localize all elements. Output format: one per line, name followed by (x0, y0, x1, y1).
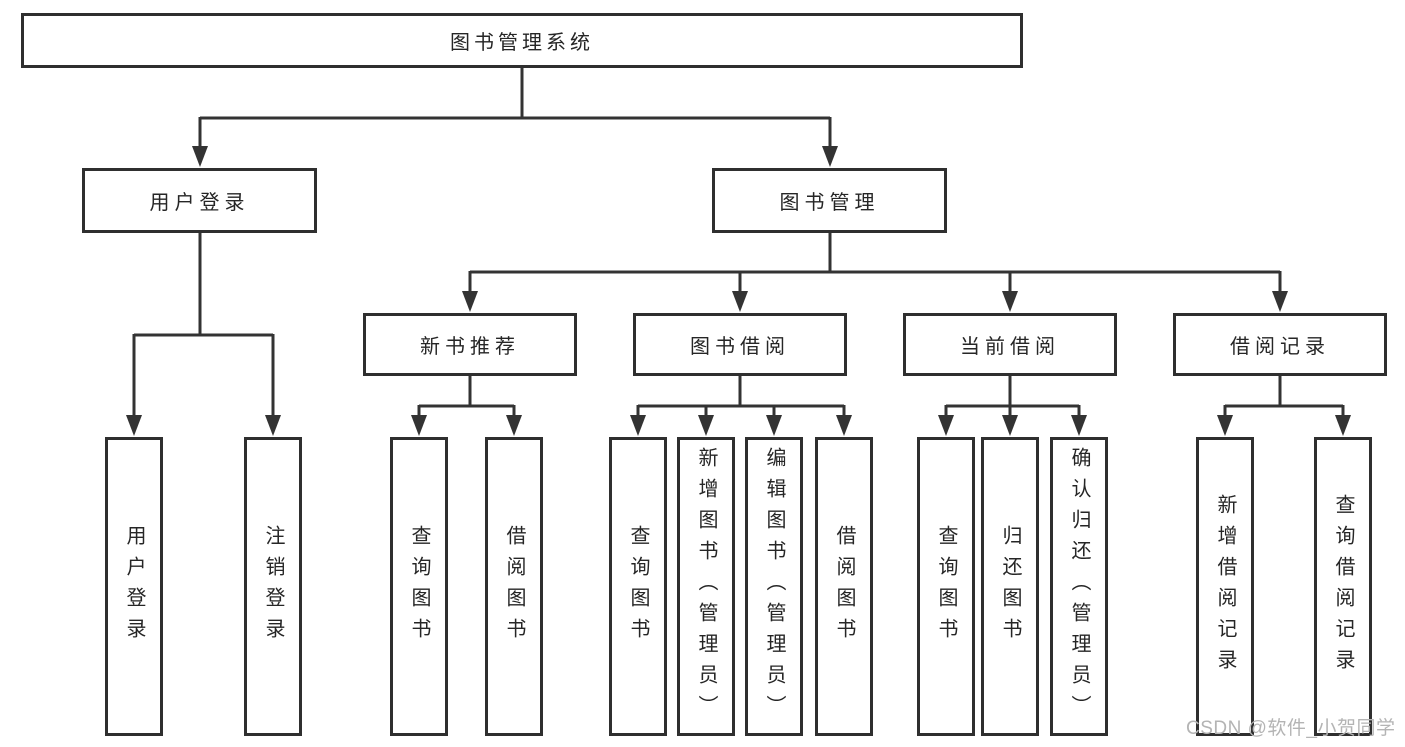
node-current-borrowing-label: 当前借阅 (960, 336, 1060, 358)
leaf-record-query: 查询借阅记录 (1314, 437, 1372, 736)
leaf-logout: 注销登录 (244, 437, 302, 736)
connector-borrow-record (1223, 376, 1345, 419)
node-borrow-records-label: 借阅记录 (1230, 336, 1330, 358)
leaf-current-confirm-admin-label: 确认归还（管理员） (1068, 447, 1090, 726)
connector-new-book (417, 376, 516, 419)
connector-user-login (132, 233, 275, 419)
leaf-user-login: 用户登录 (105, 437, 163, 736)
leaf-borrowing-add-admin: 新增图书（管理员） (677, 437, 735, 736)
leaf-borrowing-add-admin-label: 新增图书（管理员） (695, 447, 717, 726)
node-book-borrowing-label: 图书借阅 (690, 336, 790, 358)
node-user-login: 用户登录 (82, 168, 317, 233)
leaf-record-add: 新增借阅记录 (1196, 437, 1254, 736)
node-library-system-label: 图书管理系统 (450, 32, 594, 54)
connector-book-mgmt (468, 233, 1282, 295)
connector-current-borrow (944, 376, 1081, 419)
node-user-login-label: 用户登录 (149, 192, 250, 214)
leaf-record-query-label: 查询借阅记录 (1332, 493, 1354, 680)
leaf-current-query-label: 查询图书 (935, 524, 957, 649)
leaf-newbook-borrow-label: 借阅图书 (503, 524, 525, 649)
node-current-borrowing: 当前借阅 (903, 313, 1117, 376)
leaf-current-query: 查询图书 (917, 437, 975, 736)
connector-root (198, 68, 832, 150)
leaf-borrowing-borrow: 借阅图书 (815, 437, 873, 736)
node-new-book-recommend-label: 新书推荐 (420, 336, 520, 358)
leaf-current-confirm-admin: 确认归还（管理员） (1050, 437, 1108, 736)
node-borrow-records: 借阅记录 (1173, 313, 1387, 376)
csdn-watermark: CSDN @软件_小贺同学 (1186, 718, 1396, 739)
connector-book-borrow (636, 376, 846, 419)
node-library-system: 图书管理系统 (21, 13, 1023, 68)
arrowheads (126, 146, 1351, 436)
leaf-current-return-label: 归还图书 (999, 524, 1021, 649)
leaf-user-login-label: 用户登录 (123, 524, 145, 649)
leaf-newbook-borrow: 借阅图书 (485, 437, 543, 736)
leaf-record-add-label: 新增借阅记录 (1214, 493, 1236, 680)
leaf-newbook-query: 查询图书 (390, 437, 448, 736)
node-new-book-recommend: 新书推荐 (363, 313, 577, 376)
leaf-newbook-query-label: 查询图书 (408, 524, 430, 649)
leaf-borrowing-borrow-label: 借阅图书 (833, 524, 855, 649)
leaf-borrowing-query: 查询图书 (609, 437, 667, 736)
leaf-borrowing-edit-admin: 编辑图书（管理员） (745, 437, 803, 736)
node-book-management-label: 图书管理 (779, 192, 880, 214)
node-book-management: 图书管理 (712, 168, 947, 233)
node-book-borrowing: 图书借阅 (633, 313, 847, 376)
leaf-borrowing-query-label: 查询图书 (627, 524, 649, 649)
leaf-logout-label: 注销登录 (262, 524, 284, 649)
leaf-borrowing-edit-admin-label: 编辑图书（管理员） (763, 447, 785, 726)
leaf-current-return: 归还图书 (981, 437, 1039, 736)
